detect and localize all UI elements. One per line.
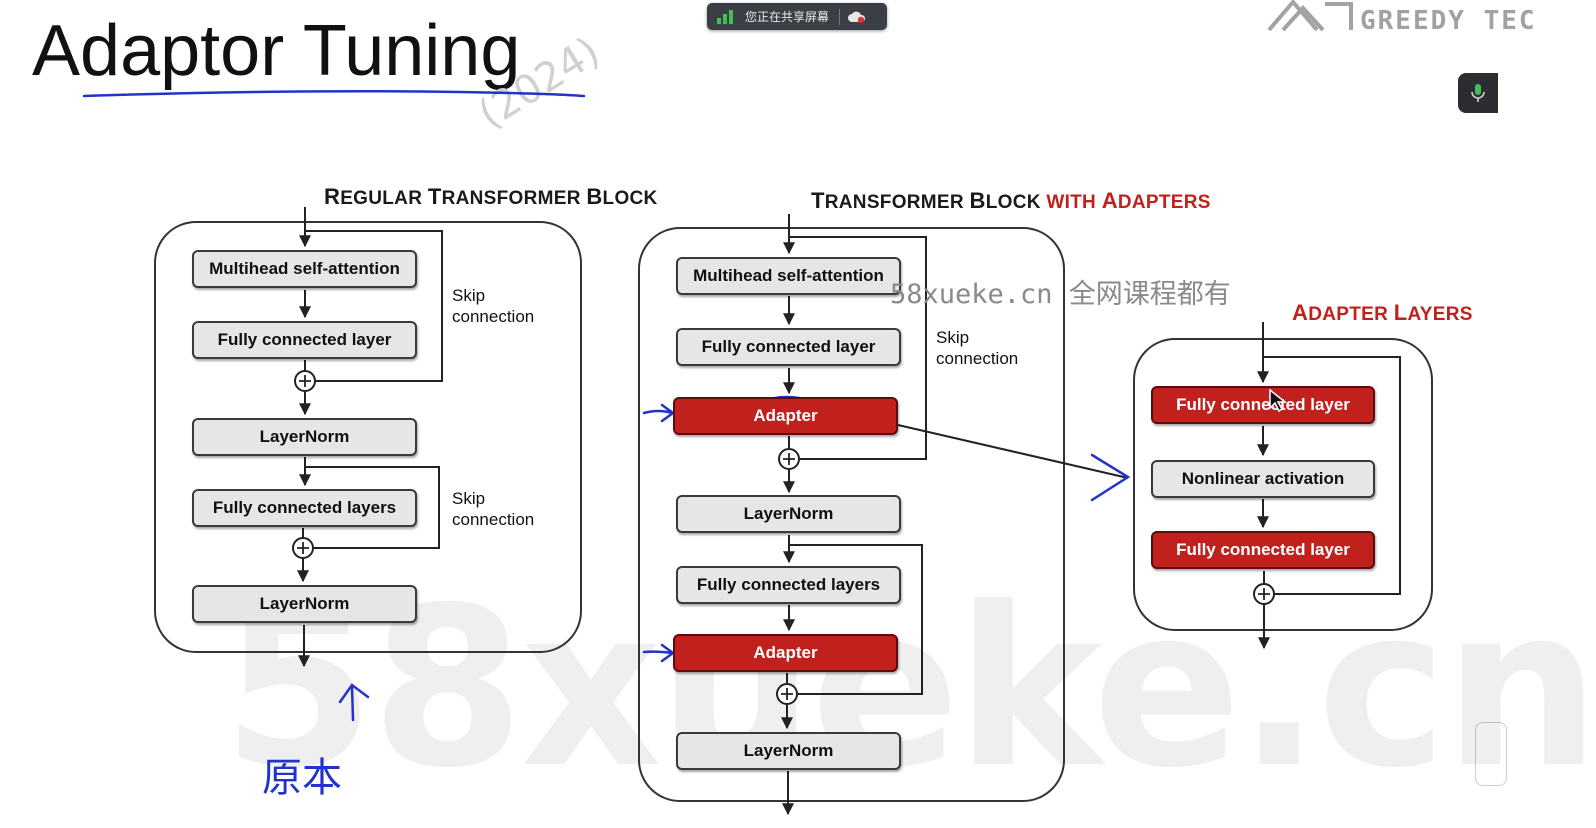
regular-block-container <box>154 221 582 653</box>
adapter-layers-nonlinear-node: Nonlinear activation <box>1151 460 1375 498</box>
side-panel-tab[interactable] <box>1475 722 1507 786</box>
adapter-fully-connected-layer-node: Fully connected layer <box>676 328 901 366</box>
adapter-layernorm-node-2: LayerNorm <box>676 732 901 770</box>
adapter-layers-container <box>1133 338 1433 631</box>
logo-icon <box>1265 0 1355 37</box>
regular-layernorm-node-1: LayerNorm <box>192 418 417 456</box>
regular-fully-connected-layer-node: Fully connected layer <box>192 321 417 359</box>
handwritten-note: 原本 <box>262 755 342 801</box>
cloud-record-icon[interactable] <box>848 10 866 24</box>
adapter-layers-fc-node-1: Fully connected layer <box>1151 386 1375 424</box>
regular-layernorm-node-2: LayerNorm <box>192 585 417 623</box>
page-title: Adaptor Tuning <box>32 11 521 91</box>
microphone-button[interactable] <box>1458 73 1498 113</box>
microphone-icon <box>1471 84 1485 102</box>
adapter-node-2: Adapter <box>673 634 898 672</box>
adapter-layernorm-node-1: LayerNorm <box>676 495 901 533</box>
watermark-large: 58xueke.cn <box>222 560 1596 816</box>
label-adapter-layers: ADAPTER LAYERS <box>1292 300 1473 325</box>
screen-share-indicator[interactable]: 您正在共享屏幕 <box>707 3 887 30</box>
regular-multihead-attention-node: Multihead self-attention <box>192 250 417 288</box>
mouse-cursor-icon <box>1268 388 1288 419</box>
adapter-node-1: Adapter <box>673 397 898 435</box>
label-regular-transformer-block: REGULAR TRANSFORMER BLOCK <box>324 184 658 209</box>
label-transformer-block-with-adapters: TRANSFORMER BLOCK WITH ADAPTERS <box>811 188 1211 213</box>
adapter-multihead-attention-node: Multihead self-attention <box>676 257 901 295</box>
divider <box>839 8 841 25</box>
signal-icon <box>717 9 737 24</box>
adapter-fully-connected-layers-node: Fully connected layers <box>676 566 901 604</box>
watermark-small: 58xueke.cn 全网课程都有 <box>890 279 1231 310</box>
adapter-block-container <box>638 227 1065 802</box>
regular-fully-connected-layers-node: Fully connected layers <box>192 489 417 527</box>
screen-share-status: 您正在共享屏幕 <box>745 10 830 24</box>
logo-text: GREEDY TEC <box>1360 6 1537 36</box>
adapter-layers-fc-node-2: Fully connected layer <box>1151 531 1375 569</box>
